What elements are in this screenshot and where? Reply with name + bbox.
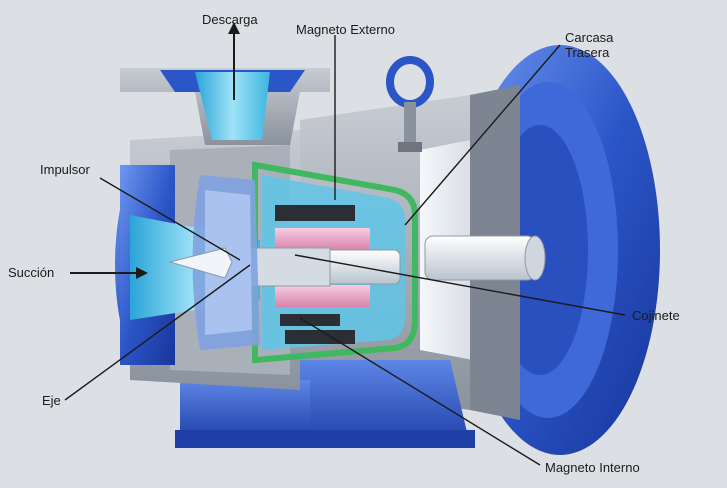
pump-foot	[175, 360, 475, 448]
leader-impulsor	[99, 177, 241, 261]
leader-carcasa-trasera	[404, 44, 561, 226]
impeller	[168, 175, 260, 350]
leader-lines	[64, 35, 626, 466]
label-magneto-interno: Magneto Interno	[545, 460, 640, 475]
eyebolt-icon	[386, 56, 434, 152]
label-succion: Succión	[8, 265, 55, 280]
label-carcasa-trasera: Carcasa Trasera	[565, 30, 614, 60]
discharge-nozzle	[120, 68, 330, 145]
inner-magnet	[275, 228, 370, 326]
suction-arrow-icon	[70, 267, 148, 279]
discharge-arrow-icon	[228, 22, 240, 100]
label-descarga: Descarga	[202, 12, 258, 27]
label-magneto-externo: Magneto Externo	[296, 22, 396, 37]
label-eje: Eje	[42, 393, 61, 408]
leader-magneto-interno	[299, 317, 541, 466]
label-cojinete: Cojinete	[632, 308, 680, 323]
label-impulsor: Impulsor	[40, 162, 90, 177]
motor-shaft	[424, 235, 546, 281]
leader-eje	[64, 264, 251, 401]
leader-cojinete	[294, 254, 626, 316]
